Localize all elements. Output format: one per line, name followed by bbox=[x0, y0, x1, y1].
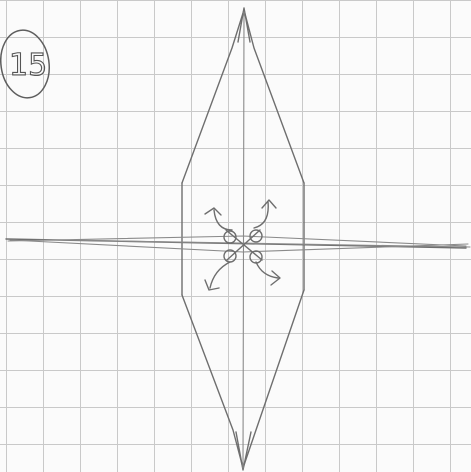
upper-left-edge bbox=[182, 10, 244, 183]
label-number: 15 bbox=[9, 48, 47, 83]
arrow-up-right bbox=[254, 200, 276, 228]
upper-right-edge bbox=[244, 10, 304, 183]
arrow-down-left bbox=[205, 262, 230, 290]
arrow-down-right bbox=[256, 262, 280, 285]
vertical-axis bbox=[243, 12, 244, 468]
figure-label: 15 bbox=[0, 27, 53, 101]
lower-right-edge bbox=[243, 290, 304, 468]
lower-left-edge bbox=[182, 295, 243, 468]
arrow-up-left bbox=[205, 208, 232, 230]
circle-lower-right bbox=[250, 251, 262, 263]
